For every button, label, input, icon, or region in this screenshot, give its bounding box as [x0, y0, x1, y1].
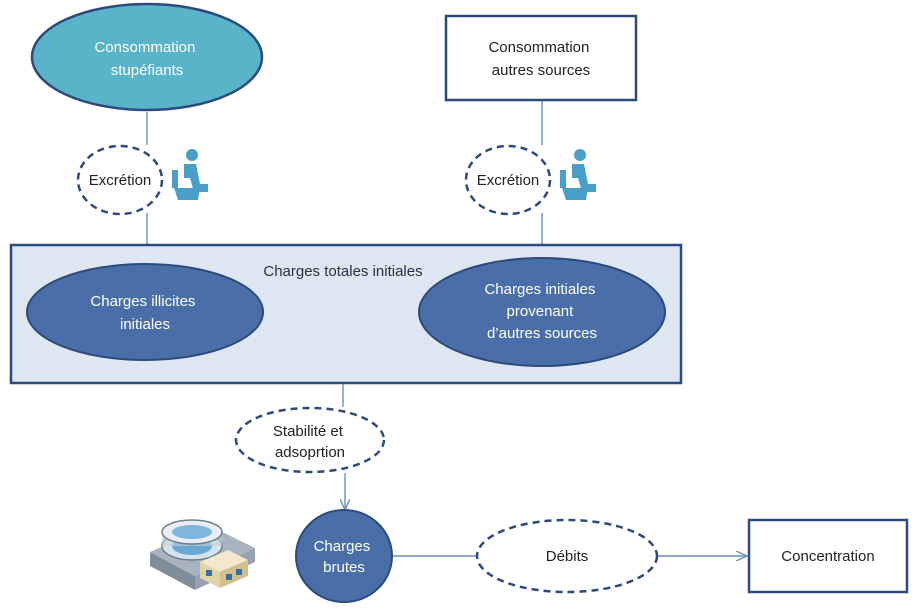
excretion-left-label: Excrétion: [89, 172, 152, 189]
illicit-initial-loads-node: [26, 263, 264, 361]
consumption-drugs-node: [30, 2, 264, 112]
other-initial-loads-node: [418, 257, 666, 367]
consumption-other-node: [444, 14, 638, 102]
consumption-other-label: Consommation autres sources: [488, 39, 593, 79]
total-initial-loads-label: Charges totales initiales: [263, 263, 422, 280]
excretion-left-node: [76, 144, 164, 216]
wastewater-treatment-plant-icon: [150, 519, 255, 590]
stability-adsorption-node: [234, 406, 386, 474]
connectors: [147, 101, 747, 556]
flows-node: [475, 518, 659, 594]
consumption-drugs-label: Consommation stupéfiants: [94, 39, 199, 79]
raw-loads-label: Charges brutes: [314, 538, 375, 576]
excretion-right-label: Excrétion: [477, 172, 540, 189]
illicit-initial-loads-label: Charges illicites initiales: [90, 293, 199, 333]
other-initial-loads-label: Charges initiales provenant d’autres sou…: [484, 281, 599, 342]
excretion-right-node: [464, 144, 552, 216]
concentration-label: Concentration: [781, 548, 874, 565]
concentration-node: [747, 518, 909, 594]
toilet-person-icon: [172, 149, 208, 200]
flows-label: Débits: [546, 548, 589, 565]
stability-adsorption-label: Stabilité et adsoprtion: [273, 423, 347, 461]
toilet-person-icon: [560, 149, 596, 200]
raw-loads-node: [295, 509, 393, 603]
